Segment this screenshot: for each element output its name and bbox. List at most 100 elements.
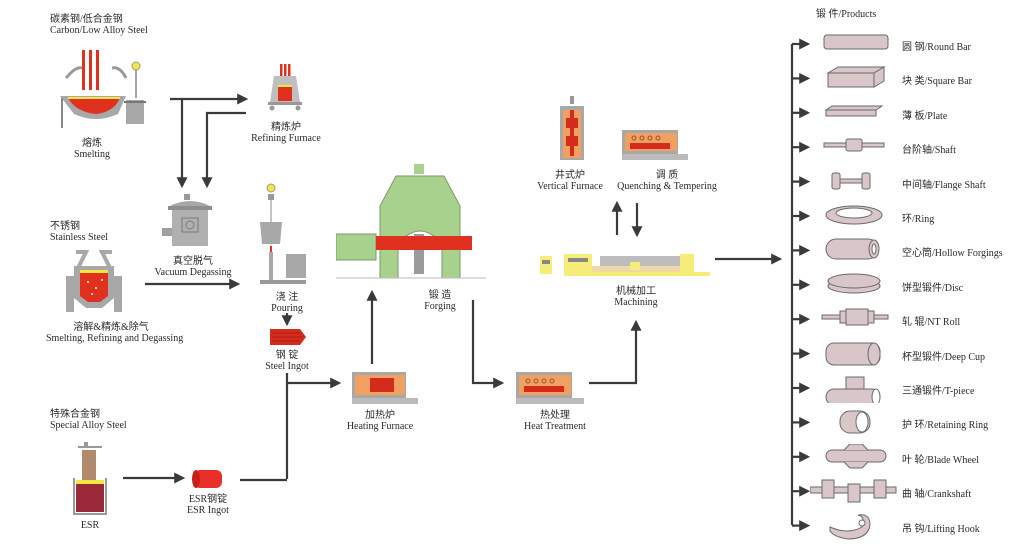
step-machining-label: 机械加工 Machining [596,286,676,308]
step-smelting-zh: 熔炼 [82,138,102,149]
step-heating-zh: 加热炉 [365,410,395,421]
vacuum-degassing-icon [162,194,212,246]
step-heating-label: 加热炉 Heating Furnace [340,410,420,432]
product-label: 环/Ring [902,214,935,225]
heating-furnace-icon [352,372,418,404]
product-shaft-icon [823,138,885,152]
step-esr-en: ESR [80,520,100,531]
step-heat-treatment-label: 热处理 Heat Treatment [510,410,600,432]
step-refining-label: 精炼炉 Refining Furnace [246,122,326,144]
product-label: 空心筒/Hollow Forgings [902,248,1003,260]
product-label: 台阶轴/Shaft [902,145,956,157]
refining-furnace-icon [268,64,302,111]
product-label: 护 环/Retaining Ring [902,420,989,432]
product-crankshaft-icon [810,479,897,503]
product-label: 三通锻件/T-piece [902,386,975,397]
step-pouring-label: 浇 注 Pouring [252,292,322,314]
step-machining-zh: 机械加工 [616,286,656,297]
source-stainless-label: 不锈钢 Stainless Steel [50,221,108,243]
aod-converter-icon [66,250,122,312]
step-vertical-label: 井式炉 Vertical Furnace [530,170,610,192]
product-label: 块 类/Square Bar [902,76,972,88]
source-stainless-en: Stainless Steel [50,232,109,243]
vertical-furnace-icon [560,96,584,160]
product-label: 叶 轮/Blade Wheel [902,454,980,466]
product-label: 薄 板/Plate [902,110,948,122]
product-tpiece-icon [825,376,881,403]
step-ingot-en: Steel Ingot [265,361,309,372]
product-square-bar-icon [826,66,886,89]
product-ring-icon [825,205,883,225]
product-label: 杯型锻件/Deep Cup [902,351,986,363]
electric-arc-furnace-icon [60,50,146,128]
product-disc-icon [827,273,881,294]
arrow-forging-to-heat-treatment [471,300,505,389]
product-label: 轧 辊/NT Roll [902,317,961,329]
source-special-zh: 特殊合金钢 [50,409,100,420]
step-vertical-en: Vertical Furnace [537,181,603,192]
product-label: 中间轴/Flange Shaft [902,179,986,191]
products-title: 锻 件/Products [816,9,877,20]
esr-furnace-icon [73,442,107,515]
step-heating-en: Heating Furnace [346,421,414,432]
step-vertical-zh: 井式炉 [555,170,585,181]
quenching-furnace-icon [622,130,688,160]
step-heat-treatment-en: Heat Treatment [524,421,586,432]
step-quench-label: 调 质 Quenching & Tempering [612,170,722,192]
product-hook-icon [829,513,871,540]
step-srd-label: 溶解&精炼&除气 Smelting, Refining and Degassin… [46,322,184,344]
step-esr-ingot-label: ESR钢锭 ESR Ingot [178,494,238,516]
step-vacuum-label: 真空脱气 Vacuum Degassing [148,256,238,278]
steel-ingot-icon [270,329,306,345]
step-esr-label: ESR [70,520,110,531]
forging-press-icon [336,164,486,279]
product-flange-shaft-icon [831,172,871,190]
step-ingot-label: 钢 锭 Steel Ingot [252,350,322,372]
product-hollow-icon [825,238,880,260]
product-label: 曲 轴/Crankshaft [902,489,972,501]
step-refining-zh: 精炼炉 [271,122,301,133]
step-quench-en: Quenching & Tempering [617,181,717,192]
source-carbon-label: 碳素钢/低合金钢 Carbon/Low Alloy Steel [50,14,148,36]
step-smelting-en: Smelting [73,149,111,160]
product-blade-wheel-icon [825,443,887,469]
product-label: 吊 钩/Lifting Hook [902,523,980,535]
step-machining-en: Machining [614,297,658,308]
step-forging-zh: 锻 造 [428,290,452,301]
arrow-refining-to-vacuum [201,111,246,189]
source-carbon-en: Carbon/Low Alloy Steel [50,25,148,36]
step-heat-treatment-zh: 热处理 [540,410,570,421]
step-pouring-en: Pouring [271,303,303,314]
source-stainless-zh: 不锈钢 [50,221,80,232]
lathe-machine-icon [540,254,710,276]
source-special-en: Special Alloy Steel [50,420,127,431]
product-round-bar-icon [823,34,889,50]
step-srd-en: Smelting, Refining and Degassing [46,333,184,344]
step-forging-en: Forging [424,301,456,312]
product-plate-icon [824,105,884,117]
step-ingot-zh: 钢 锭 [275,350,299,361]
product-cup-icon [825,342,881,366]
step-vacuum-zh: 真空脱气 [173,256,213,267]
step-forging-label: 锻 造 Forging [400,290,480,312]
step-refining-en: Refining Furnace [251,133,321,144]
esr-ingot-icon [192,470,222,488]
step-vacuum-en: Vacuum Degassing [154,267,232,278]
step-smelting-label: 熔炼 Smelting [62,138,122,160]
step-esr-ingot-en: ESR Ingot [187,505,229,516]
step-esr-ingot-zh: ESR钢锭 [188,494,228,505]
product-retaining-ring-icon [839,410,871,434]
step-srd-zh: 溶解&精炼&除气 [73,322,149,333]
step-quench-zh: 调 质 [655,170,679,181]
product-label: 饼型锻件/Disc [902,282,964,294]
source-carbon-zh: 碳素钢/低合金钢 [50,14,123,25]
arrow-heat-treatment-to-machining [589,319,642,385]
heat-treatment-furnace-icon [516,372,584,404]
step-pouring-zh: 浇 注 [275,292,299,303]
pouring-ladle-icon [260,183,306,284]
source-special-label: 特殊合金钢 Special Alloy Steel [50,409,127,431]
product-roll-icon [821,308,889,326]
arrow-ingot-to-heating [285,373,339,479]
product-label: 圆 钢/Round Bar [902,42,971,53]
